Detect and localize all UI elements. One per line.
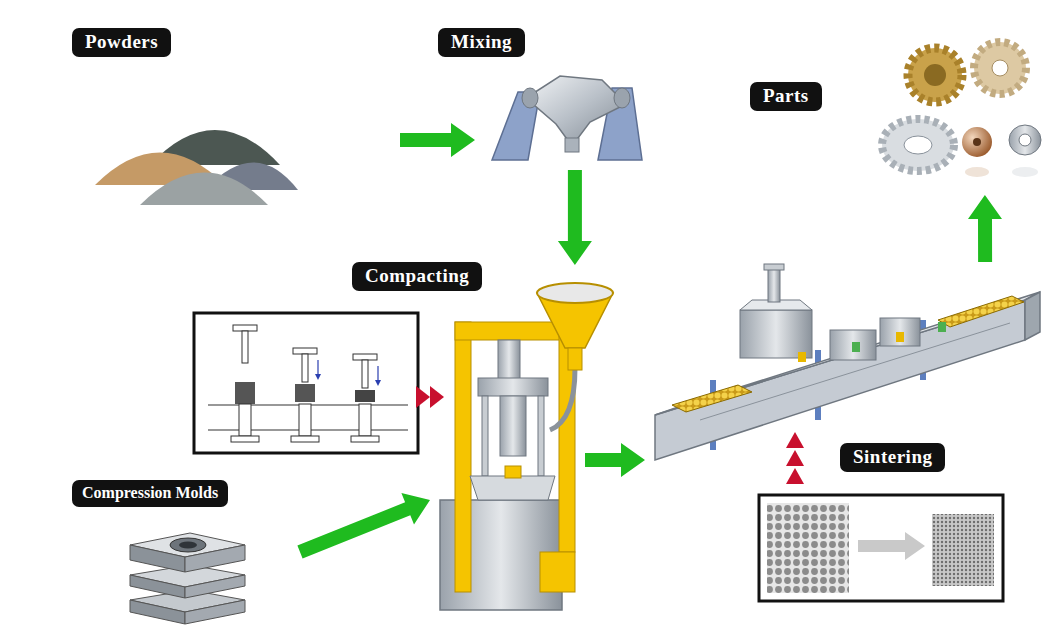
compaction-schematic (194, 313, 418, 453)
v-blender (492, 76, 642, 160)
finished-parts (882, 42, 1041, 177)
flow-arrow (297, 493, 430, 558)
stage-label: Compression Molds (72, 480, 228, 507)
stage-label: Compacting (352, 262, 482, 291)
process-stage: Parts (750, 5, 1050, 195)
process-stage: Compacting (430, 265, 585, 612)
process-stage: Sintering (645, 262, 1035, 472)
flow-arrow (585, 443, 645, 477)
powder-piles (95, 130, 298, 205)
stage-label: Mixing (438, 28, 525, 57)
microstructure-inset (759, 495, 1003, 601)
stage-label: Sintering (840, 443, 945, 472)
compacting-press (440, 283, 613, 610)
pointer-arrow (786, 432, 804, 484)
flow-arrow (968, 195, 1002, 262)
pointer-arrow (416, 386, 444, 408)
stage-label: Powders (72, 28, 171, 57)
flow-arrow (400, 123, 475, 157)
stage-label: Parts (750, 82, 822, 111)
compression-mold (130, 533, 245, 624)
process-stage: Powders (70, 25, 400, 215)
process-stage: Compression Molds (70, 478, 300, 628)
sintering-furnace (655, 264, 1040, 460)
process-stage: Mixing (475, 25, 650, 170)
flow-arrow (558, 170, 592, 265)
